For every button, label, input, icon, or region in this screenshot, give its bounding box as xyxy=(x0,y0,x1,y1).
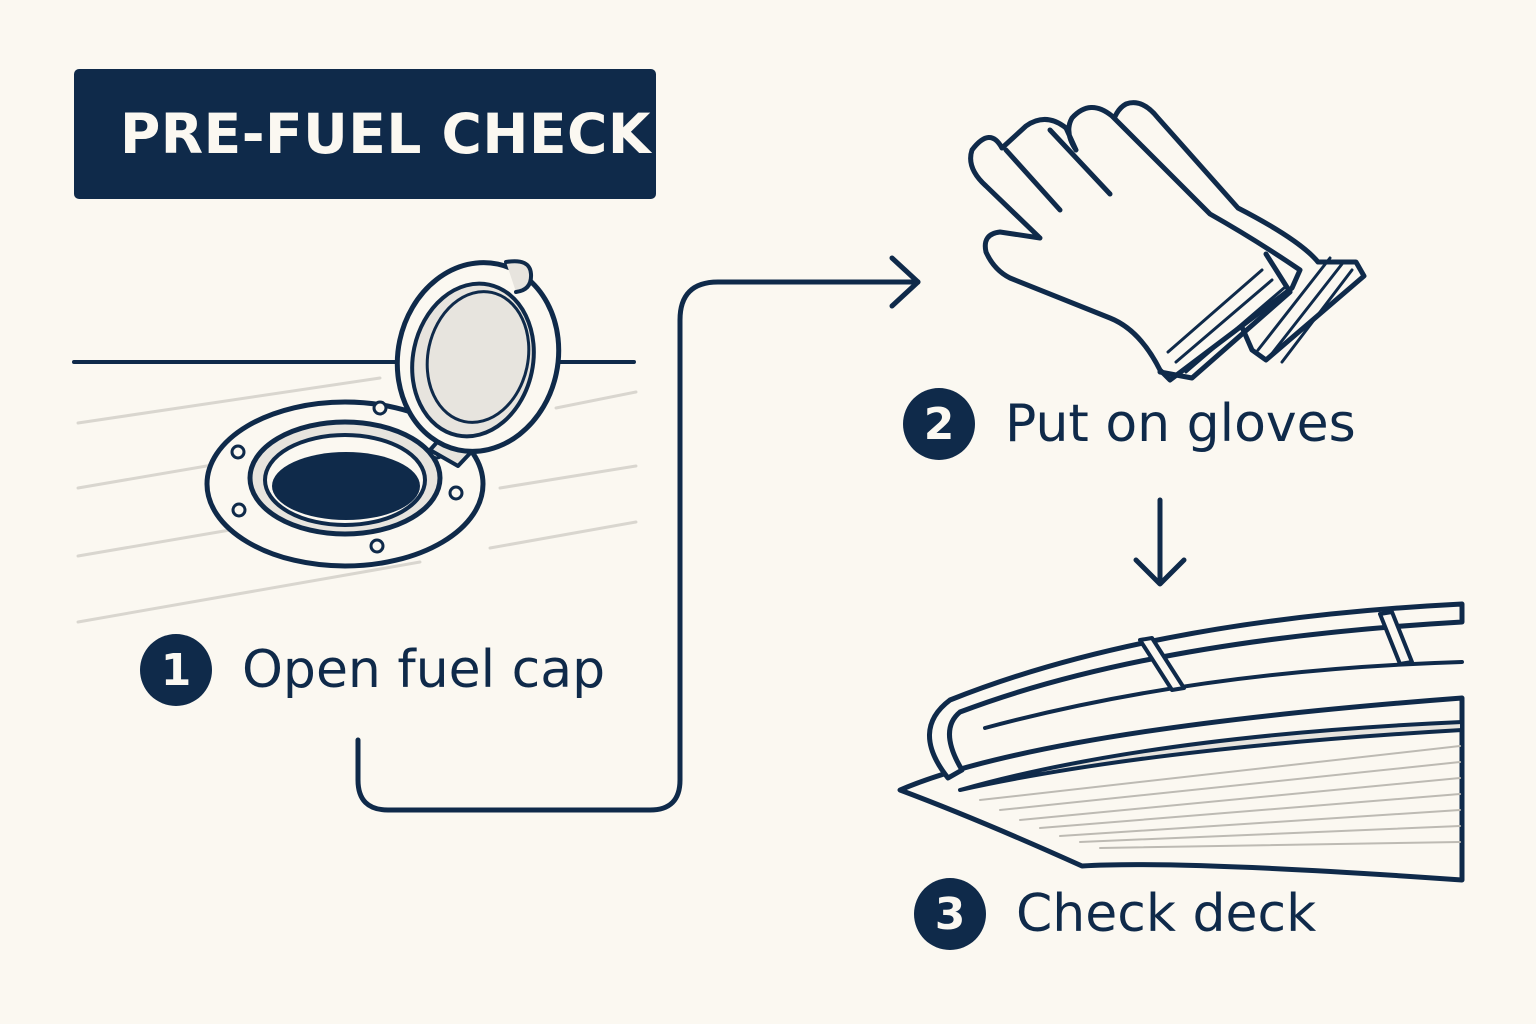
step-1: 1 Open fuel cap xyxy=(140,634,605,706)
step-label: Check deck xyxy=(1016,884,1317,944)
flow-arrow-down xyxy=(1133,497,1187,587)
step-2: 2 Put on gloves xyxy=(903,388,1356,460)
boat-deck-icon xyxy=(897,601,1465,883)
step-number-badge: 3 xyxy=(914,878,986,950)
step-label: Put on gloves xyxy=(1005,394,1356,454)
title-banner: PRE-FUEL CHECK xyxy=(74,69,656,199)
step-number-badge: 2 xyxy=(903,388,975,460)
step-number-badge: 1 xyxy=(140,634,212,706)
fuel-cap-icon xyxy=(72,259,638,624)
gloves-icon xyxy=(968,100,1367,383)
page-title: PRE-FUEL CHECK xyxy=(120,102,652,166)
step-3: 3 Check deck xyxy=(914,878,1316,950)
step-label: Open fuel cap xyxy=(242,640,606,700)
flow-arrow-right xyxy=(355,255,921,813)
